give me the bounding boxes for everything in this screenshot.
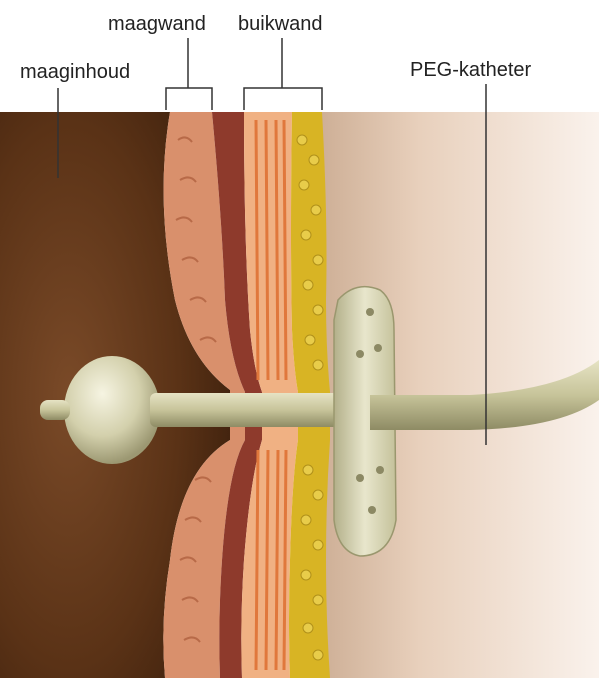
internal-bumper [64,356,160,464]
label-abdominal-wall: buikwand [238,14,323,34]
catheter-tip [40,400,70,420]
label-stomach-wall: maagwand [108,14,206,34]
label-stomach-contents: maaginhoud [20,62,130,82]
label-peg-catheter: PEG-katheter [410,60,531,80]
